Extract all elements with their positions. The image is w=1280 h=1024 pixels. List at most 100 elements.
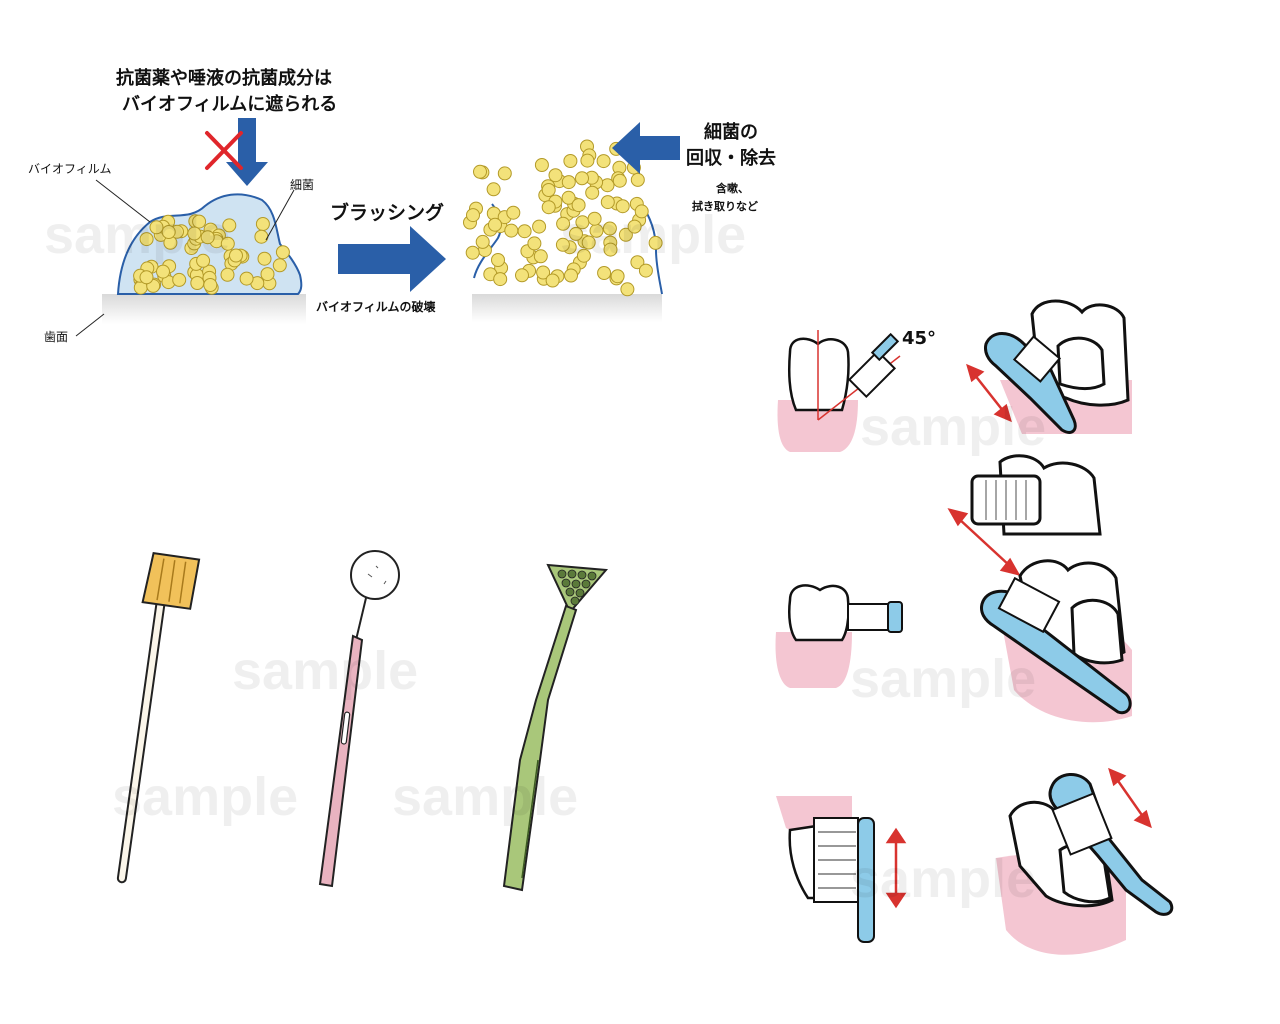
- watermark: sample: [850, 849, 1037, 909]
- label-bacteria: 細菌: [290, 178, 315, 192]
- technique-bass-45deg: [777, 330, 901, 452]
- bacterium: [187, 226, 202, 241]
- caption-right-line1: 細菌の: [704, 122, 758, 143]
- bacterium: [561, 175, 576, 190]
- bacterium: [620, 282, 635, 297]
- note-right-line2: 拭き取りなど: [692, 200, 758, 213]
- leader-tooth-surface: [75, 313, 105, 337]
- bacterium: [504, 223, 519, 238]
- watermark: sample: [850, 649, 1037, 709]
- bacterium: [272, 258, 287, 273]
- bacterium: [465, 245, 480, 260]
- technique-bass-brush-view: [966, 299, 1132, 434]
- label-tooth-surface: 歯面: [44, 330, 69, 344]
- caption-right-line2: 回収・除去: [686, 148, 776, 169]
- bacterium: [486, 182, 501, 197]
- bacterium: [257, 251, 272, 266]
- watermark: sample: [860, 397, 1047, 457]
- bacterium: [200, 230, 215, 245]
- bacterium: [610, 269, 625, 284]
- bacterium: [615, 199, 630, 214]
- bacterium: [587, 211, 602, 226]
- technique-lingual-brush: [947, 454, 1102, 576]
- cross-mark-icon: [205, 131, 243, 170]
- scraper-nub: [570, 596, 580, 606]
- bacterium: [497, 166, 512, 181]
- tooth-surface-right: [472, 294, 662, 322]
- bacterium: [536, 265, 551, 280]
- bacterium: [563, 154, 578, 168]
- bacterium: [139, 270, 154, 285]
- blocked-agent-arrow: [205, 118, 268, 186]
- bacterium: [575, 171, 589, 186]
- bacterium: [630, 255, 645, 270]
- bacterium: [275, 245, 290, 260]
- bacterium: [541, 200, 556, 215]
- double-headed-arrow-icon: [947, 508, 1021, 576]
- bacterium: [172, 272, 187, 287]
- technique-vertical: [776, 796, 907, 943]
- scraper-nub: [575, 588, 585, 598]
- bacterium: [638, 263, 653, 278]
- scraper-nub: [565, 587, 575, 597]
- technique-horizontal-brush-view: [980, 559, 1132, 723]
- bacterium: [220, 236, 235, 251]
- scraper-nub: [567, 569, 577, 579]
- watermark: sample: [112, 767, 299, 827]
- bacteria-cluster-left: [133, 214, 290, 295]
- technique-horizontal: [775, 584, 903, 688]
- bacterium: [597, 266, 612, 280]
- bacterium: [576, 248, 591, 263]
- watermark: sample: [232, 641, 419, 701]
- bacterium: [517, 224, 532, 239]
- biofilm-before: [102, 193, 306, 324]
- bacterium: [493, 272, 508, 287]
- bacterium: [260, 267, 275, 282]
- bacterium: [556, 216, 571, 231]
- bacterium: [506, 205, 521, 220]
- tooth: [788, 337, 850, 412]
- caption-top-line1: 抗菌薬や唾液の抗菌成分は: [116, 68, 332, 89]
- bacterium: [203, 278, 218, 292]
- bacterium: [196, 253, 211, 268]
- bacterium: [475, 234, 490, 249]
- bacterium: [534, 158, 549, 172]
- bacterium: [255, 217, 270, 231]
- watermark: sample: [44, 205, 231, 265]
- label-biofilm-destruction: バイオフィルムの破壊: [316, 300, 436, 314]
- watermark: sample: [560, 205, 747, 265]
- bacterium: [581, 235, 596, 250]
- double-headed-arrow-icon: [885, 827, 907, 909]
- bacterium: [515, 268, 529, 283]
- bacterium: [239, 271, 254, 286]
- bacterium: [571, 198, 586, 213]
- scraper-nub: [557, 569, 567, 579]
- bacterium: [603, 242, 618, 257]
- gum: [777, 400, 858, 452]
- bacterium: [585, 185, 600, 200]
- scraper-nub: [581, 579, 591, 589]
- technique-vertical-brush-view: [996, 767, 1174, 955]
- bacterium: [548, 168, 563, 183]
- label-brushing: ブラッシング: [330, 202, 445, 224]
- bacterium: [139, 232, 154, 247]
- bacterium: [161, 225, 176, 239]
- leader-biofilm: [95, 179, 151, 223]
- left-arrow-icon: [612, 122, 680, 174]
- right-arrow-icon: [338, 226, 446, 292]
- bacterium: [190, 276, 205, 290]
- bacterium: [149, 220, 164, 235]
- bacterium: [541, 183, 556, 197]
- bacterium: [602, 221, 617, 236]
- leader-bacteria: [265, 189, 295, 241]
- sponge-swab-tool: [116, 552, 201, 884]
- tooth-surface-left: [102, 294, 306, 324]
- bacterium: [254, 229, 269, 244]
- bacterium: [222, 218, 237, 233]
- bacterium: [545, 273, 560, 288]
- bacterium: [555, 237, 570, 252]
- down-arrow-icon: [226, 118, 268, 186]
- bacterium: [612, 173, 627, 188]
- bacterium: [473, 164, 487, 179]
